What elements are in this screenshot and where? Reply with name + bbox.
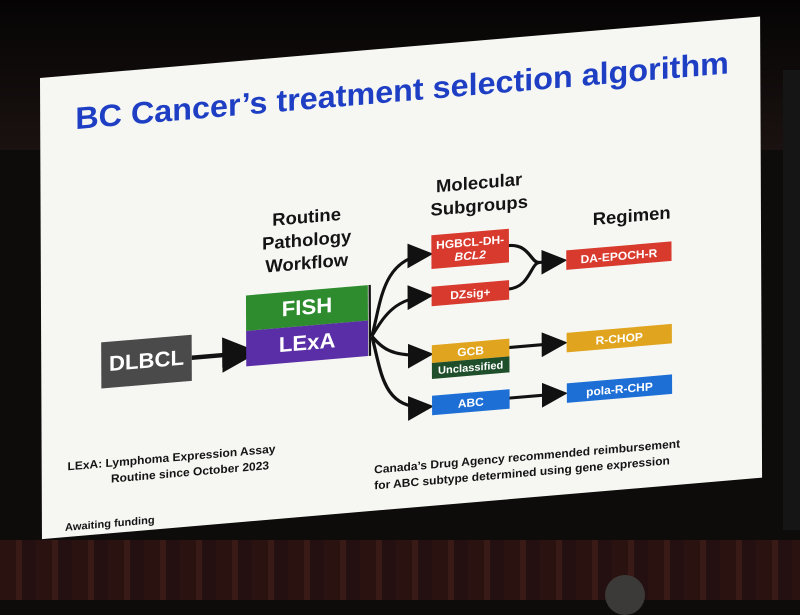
arrow-to-rchop — [508, 343, 561, 347]
audience-head — [605, 575, 645, 615]
header-routine-pathology-workflow: Routine Pathology Workflow — [242, 201, 372, 281]
side-screen — [783, 70, 800, 530]
arrow-to-gcb — [372, 331, 427, 359]
slide-background: BC Cancer’s treatment selection algorith… — [40, 17, 762, 540]
hgbcl-line2: BCL2 — [454, 248, 485, 264]
auditorium-seats — [0, 540, 800, 600]
arrow-dlbcl-to-workflow — [192, 353, 250, 358]
arrow-to-da-epoch — [540, 261, 561, 263]
arrow-to-pola — [509, 394, 562, 398]
node-dlbcl: DLBCL — [101, 335, 192, 389]
arrow-dzsig-merge — [508, 262, 539, 289]
projected-slide: BC Cancer’s treatment selection algorith… — [40, 17, 762, 540]
node-hgbcl-dh-bcl2: HGBCL-DH- BCL2 — [431, 229, 509, 269]
arrow-hgbcl-merge — [508, 243, 539, 265]
